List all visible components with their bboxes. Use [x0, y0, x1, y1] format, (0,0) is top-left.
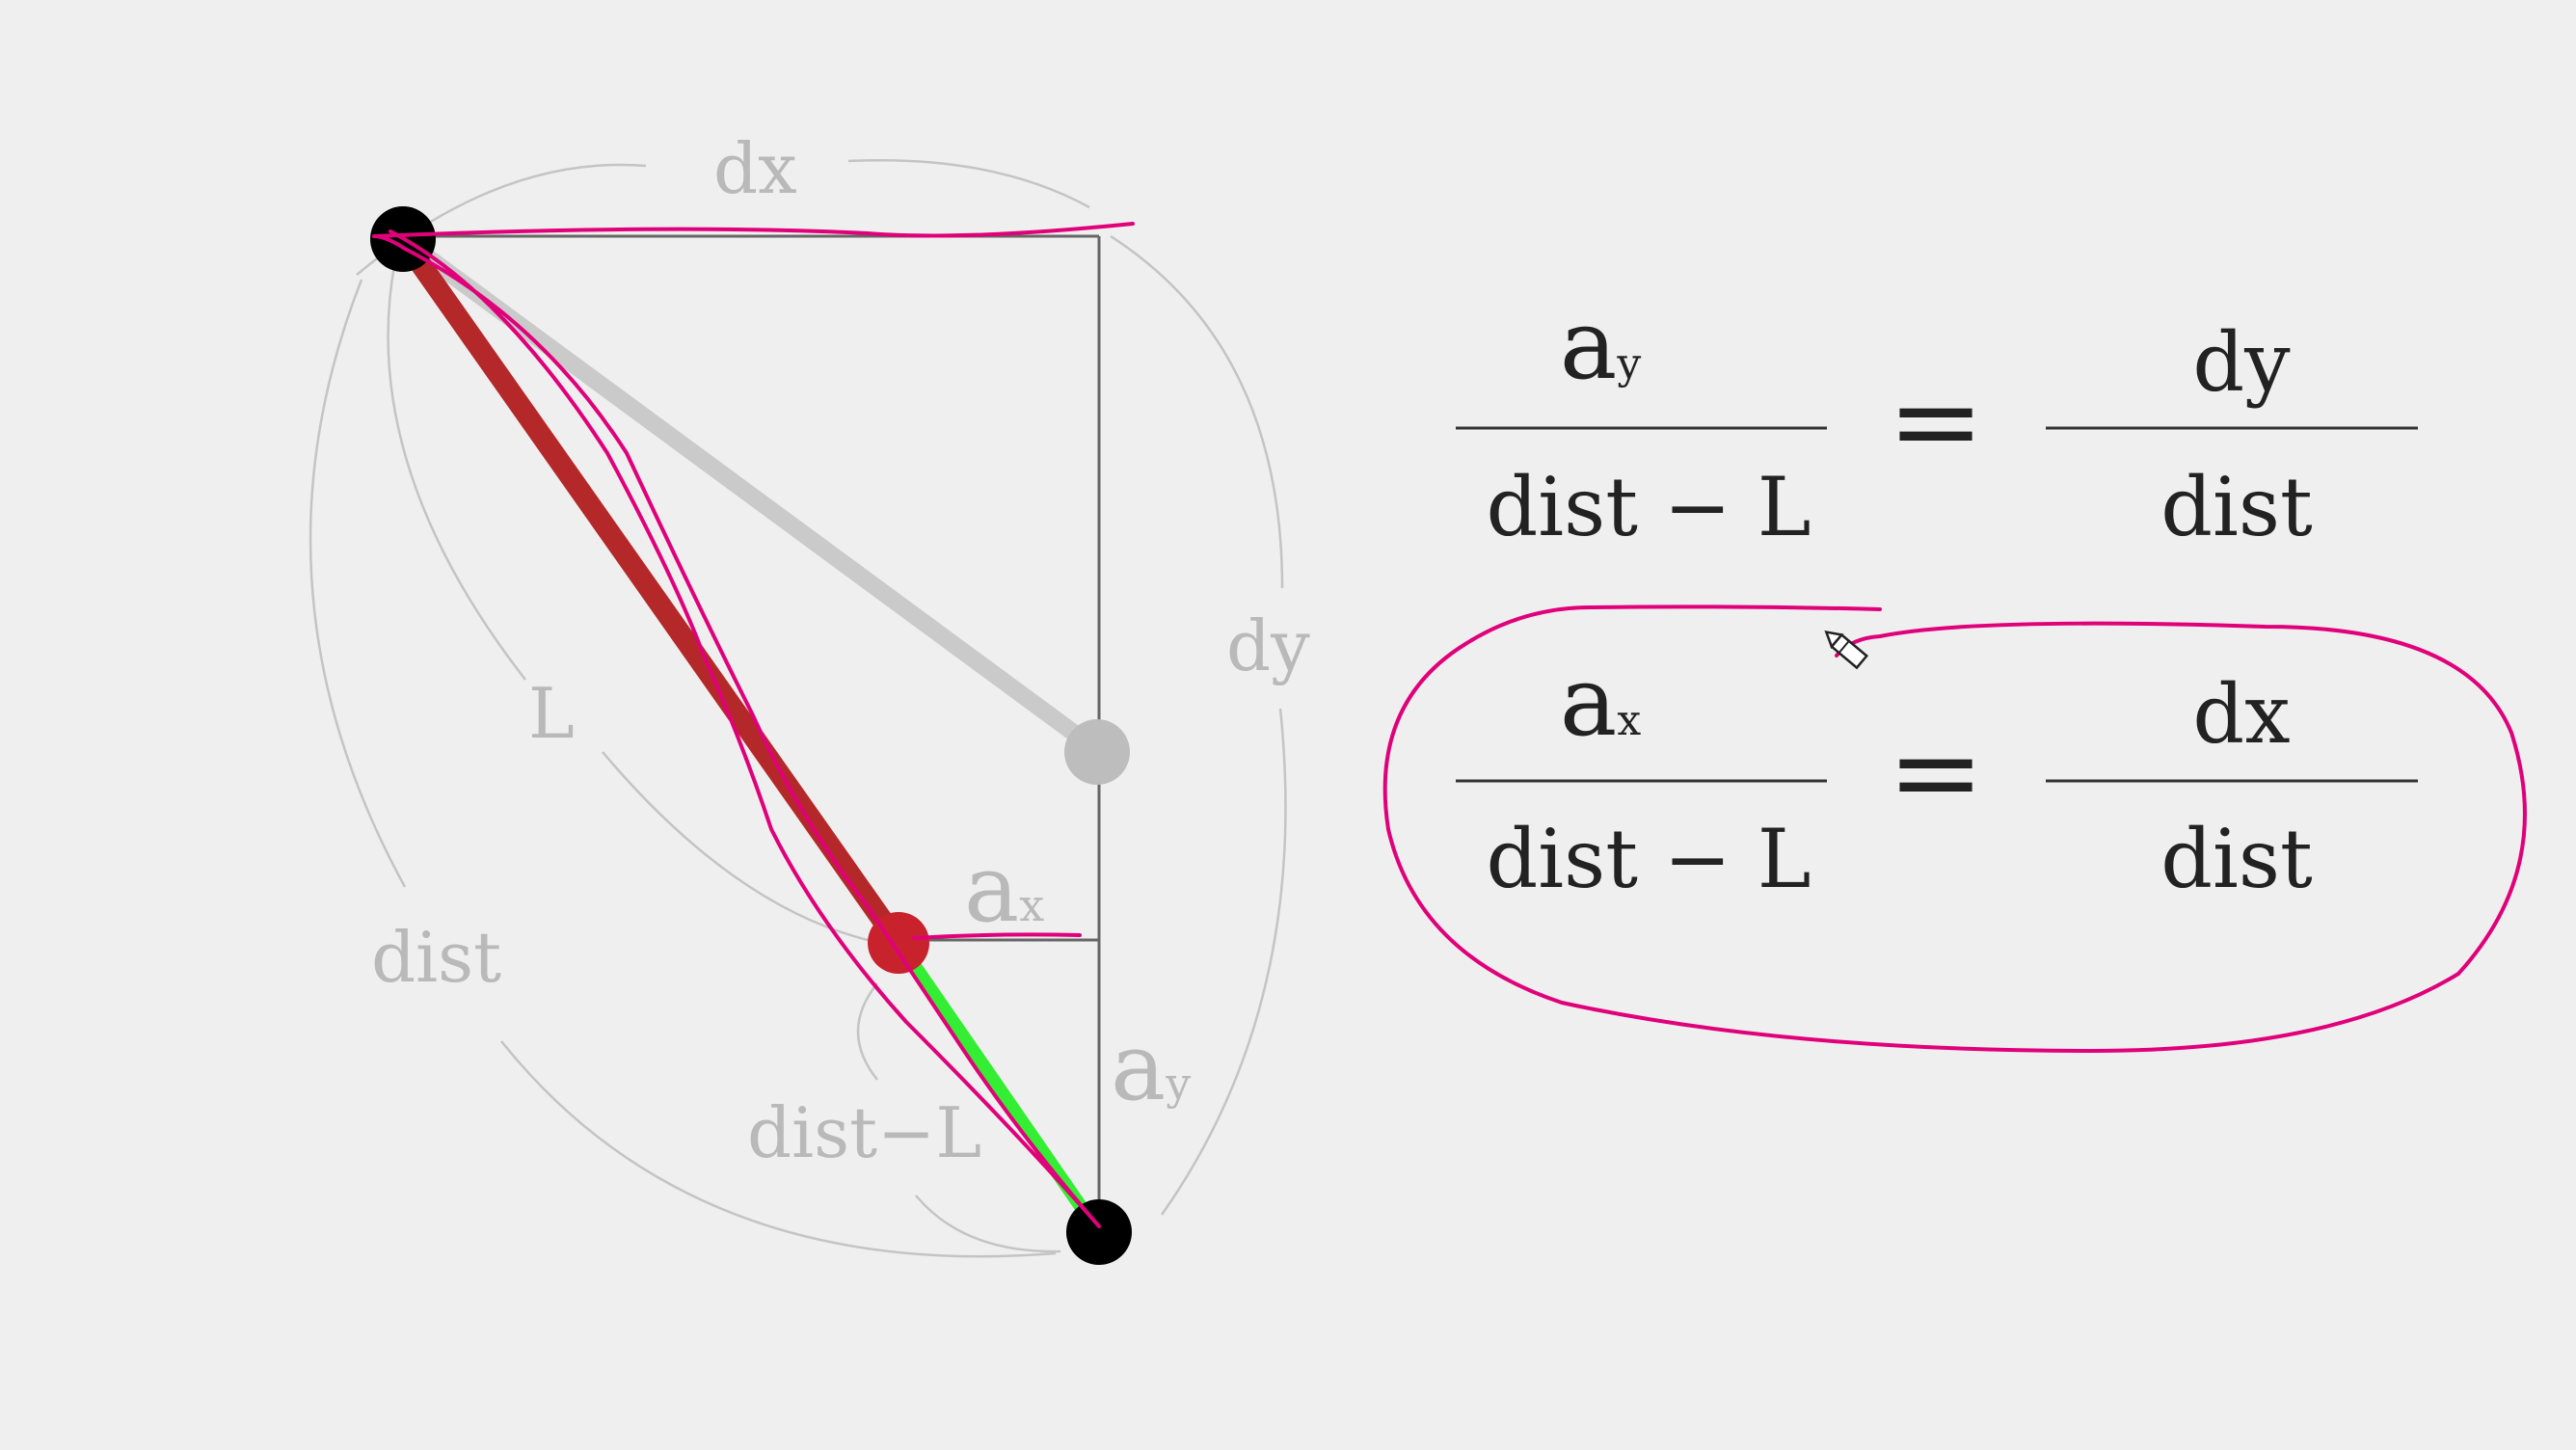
eq2-denominator: dist − L [1486, 812, 1811, 906]
dist-minus-L-arc-bottom [915, 1195, 1061, 1253]
dist-minus-L-arc-top [856, 982, 878, 1081]
eq1-numerator-sub: y [1616, 339, 1641, 389]
eq1-rhs-denominator: dist [2160, 460, 2313, 554]
eq2-numerator: ax [1560, 645, 1642, 758]
dimension-arcs [309, 158, 1287, 1258]
pencil-cursor-icon [1824, 630, 1869, 670]
label-ay-main: a [1111, 1013, 1166, 1121]
rope-L [392, 228, 909, 953]
label-dy: dy [1226, 605, 1310, 686]
label-ay-sub: y [1165, 1058, 1191, 1110]
label-ax-main: a [964, 835, 1019, 943]
eq2-rhs-numerator: dx [2192, 667, 2290, 762]
eq1-denominator: dist − L [1486, 460, 1811, 554]
eq1-rhs-numerator: dy [2192, 315, 2291, 410]
eq1-equals: = [1888, 355, 1985, 489]
diagram-labels: dx dy L dist dist−L ax ay [371, 128, 1310, 1173]
eq2-equals: = [1888, 706, 1985, 840]
annotation-rope-trace [372, 229, 1101, 1228]
dy-arc-top [1110, 234, 1284, 589]
dist-arc-bottom [500, 1040, 1057, 1258]
pen-annotations [372, 222, 2527, 1228]
annotation-dx-underline [372, 222, 1135, 238]
annotation-ax-underline [912, 932, 1082, 940]
dist-arc-top [309, 279, 407, 888]
L-arc-top [387, 259, 526, 681]
annotation-circle-eq-ax [1382, 604, 2527, 1053]
ghost-mass [1064, 719, 1130, 785]
label-dist-minus-L: dist−L [747, 1092, 981, 1173]
equation-ay: ay dist − L = dy dist [1456, 288, 2418, 554]
label-ax-sub: x [1019, 879, 1044, 931]
eq2-numerator-sub: x [1617, 696, 1641, 745]
dx-arc-right [847, 158, 1090, 209]
label-dist: dist [371, 917, 501, 998]
label-L: L [528, 673, 575, 754]
eq2-rhs-denominator: dist [2160, 812, 2313, 906]
label-ay: ay [1111, 1013, 1191, 1121]
bottom-anchor [1066, 1199, 1132, 1265]
eq1-numerator-main: a [1560, 288, 1618, 401]
equation-ax: ax dist − L = dx dist [1456, 645, 2418, 906]
dy-arc-bottom [1160, 708, 1287, 1216]
label-ax: ax [964, 835, 1044, 943]
label-dx: dx [713, 128, 797, 209]
eq1-numerator: ay [1560, 288, 1642, 401]
eq2-numerator-main: a [1560, 645, 1618, 758]
